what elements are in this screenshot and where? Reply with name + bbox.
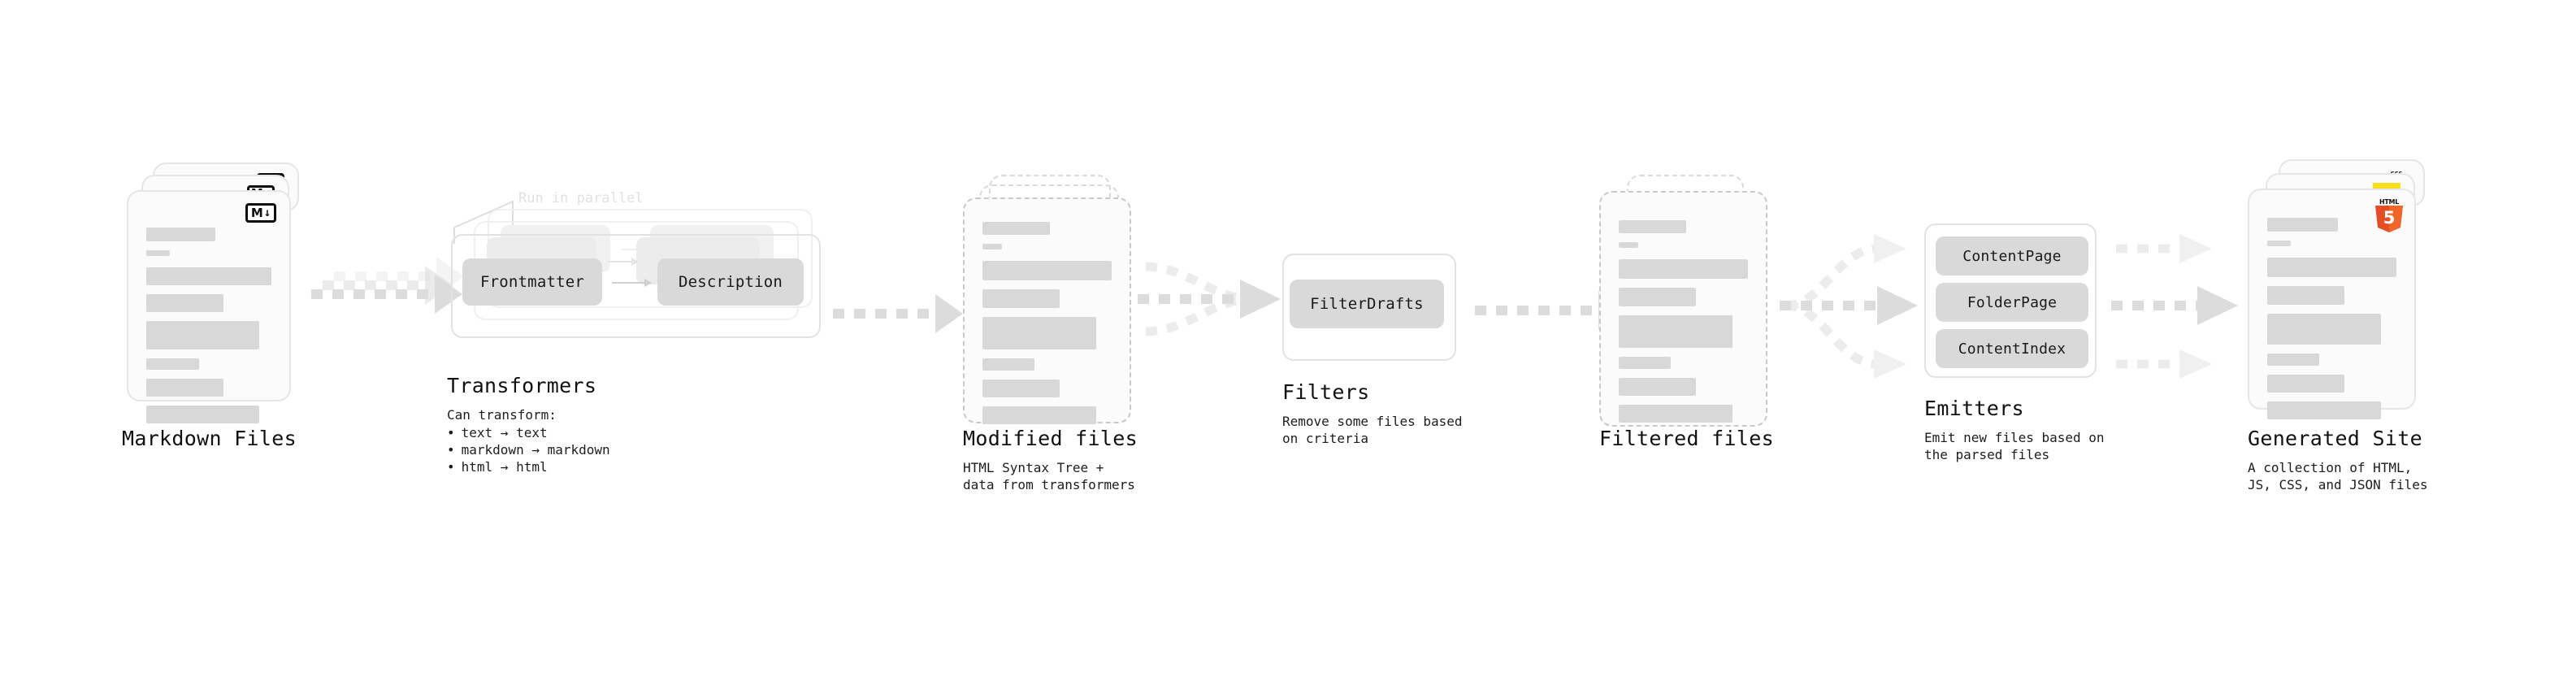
placeholder-line (2267, 218, 2339, 232)
html5-icon-word: HTML (2379, 198, 2399, 206)
emitter-pill-contentindex[interactable]: ContentIndex (1936, 329, 2088, 368)
label-filters: Filters (1282, 380, 1370, 404)
markdown-card-front: M ↓ (127, 190, 291, 423)
markdown-icon: M ↓ (245, 203, 276, 223)
placeholder-line (1619, 357, 1671, 369)
placeholder-line (982, 244, 1002, 249)
placeholder-line (2267, 286, 2345, 305)
placeholder-line (2267, 314, 2381, 345)
caption-filters: Remove some files based on criteria (1282, 414, 1463, 446)
placeholder-line (146, 294, 224, 312)
label-emitters: Emitters (1924, 397, 2024, 420)
stage-markdown-files: M ↓ M ↓ M ↓ (122, 163, 309, 423)
placeholder-line (982, 358, 1034, 371)
card-placeholder-lines (1619, 220, 1748, 432)
markdown-icon-arrow: ↓ (263, 206, 271, 219)
placeholder-line (1619, 315, 1733, 348)
markdown-file-stack: M ↓ M ↓ M ↓ (122, 163, 309, 423)
transformers-caption: Can transform: text → text markdown → ma… (447, 406, 610, 475)
html5-icon-shield-inner (2389, 206, 2403, 232)
placeholder-line (982, 222, 1050, 235)
placeholder-line (146, 267, 271, 285)
card-placeholder-lines (2267, 218, 2396, 428)
placeholder-line (982, 261, 1112, 280)
card-placeholder-lines (146, 228, 271, 432)
placeholder-line (982, 380, 1060, 397)
placeholder-line (982, 289, 1060, 308)
filters-box: FilterDrafts (1282, 254, 1456, 361)
filtered-card-front (1599, 191, 1767, 427)
card-placeholder-lines (982, 222, 1112, 433)
merge-arrow-icon (1138, 262, 1281, 336)
placeholder-line (2267, 354, 2319, 366)
label-generated-site: Generated Site (2248, 427, 2422, 450)
filter-pill-filterdrafts[interactable]: FilterDrafts (1290, 280, 1444, 328)
label-transformers: Transformers (447, 374, 597, 397)
transformers-caption-list: text → text markdown → markdown html → h… (447, 424, 610, 475)
transformer-pill-description[interactable]: Description (657, 258, 804, 306)
placeholder-line (146, 228, 215, 241)
stage-filtered-files (1599, 175, 1786, 435)
parallel-bracket-icon (453, 200, 514, 244)
flow-arrow-6 (2111, 234, 2266, 384)
modified-card-front (963, 197, 1131, 424)
placeholder-line (1619, 378, 1697, 396)
label-markdown-files: Markdown Files (122, 427, 297, 450)
stage-transformers: Run in parallel Frontmatter Description (443, 187, 825, 366)
transformer-inner-arrow (608, 258, 639, 266)
stage-generated-site: CSS HTML 5 (2248, 159, 2443, 427)
caption-modified-files: HTML Syntax Tree + data from transformer… (963, 460, 1135, 492)
transformers-caption-lead: Can transform: (447, 407, 557, 423)
label-run-in-parallel: Run in parallel (518, 190, 644, 206)
emitters-box: ContentPage FolderPage ContentIndex (1924, 223, 2097, 378)
placeholder-line (1619, 288, 1697, 306)
transformers-caption-item: text → text (447, 424, 610, 441)
transformers-caption-item: markdown → markdown (447, 441, 610, 458)
placeholder-line (146, 406, 259, 423)
caption-generated-site: A collection of HTML, JS, CSS, and JSON … (2248, 460, 2428, 492)
html5-icon: HTML 5 (2375, 198, 2403, 232)
html5-icon-shield: 5 (2375, 206, 2403, 232)
placeholder-line (146, 250, 171, 256)
label-filtered-files: Filtered files (1599, 427, 1774, 450)
placeholder-line (982, 317, 1096, 349)
split-arrow-icon (1780, 234, 1918, 379)
placeholder-line (1619, 220, 1686, 233)
transformer-inner-arrow (612, 279, 652, 287)
placeholder-line (982, 406, 1096, 424)
caption-emitters: Emit new files based on the parsed files (1924, 430, 2105, 462)
flow-arrow-5 (1780, 234, 1967, 384)
placeholder-line (1619, 242, 1638, 248)
placeholder-line (2267, 375, 2345, 393)
merge-arrow-icon (2111, 234, 2238, 379)
stage-modified-files (963, 175, 1150, 435)
placeholder-line (146, 379, 224, 397)
label-modified-files: Modified files (963, 427, 1138, 450)
site-card-front: HTML 5 (2248, 189, 2416, 419)
placeholder-line (1619, 405, 1733, 423)
placeholder-line (2267, 241, 2291, 246)
placeholder-line (1619, 259, 1748, 279)
flow-arrow-3 (1138, 244, 1300, 361)
markdown-icon-letter: M (250, 205, 263, 220)
placeholder-line (2267, 258, 2396, 277)
placeholder-line (146, 321, 259, 349)
placeholder-line (2267, 401, 2381, 419)
transformers-caption-item: html → html (447, 458, 610, 475)
placeholder-line (146, 358, 199, 370)
emitter-pill-contentpage[interactable]: ContentPage (1936, 236, 2088, 275)
transformers-box: Frontmatter Description (451, 234, 821, 338)
html5-icon-digit: 5 (2383, 208, 2396, 228)
emitter-pill-folderpage[interactable]: FolderPage (1936, 283, 2088, 322)
transformer-pill-frontmatter[interactable]: Frontmatter (462, 258, 602, 306)
